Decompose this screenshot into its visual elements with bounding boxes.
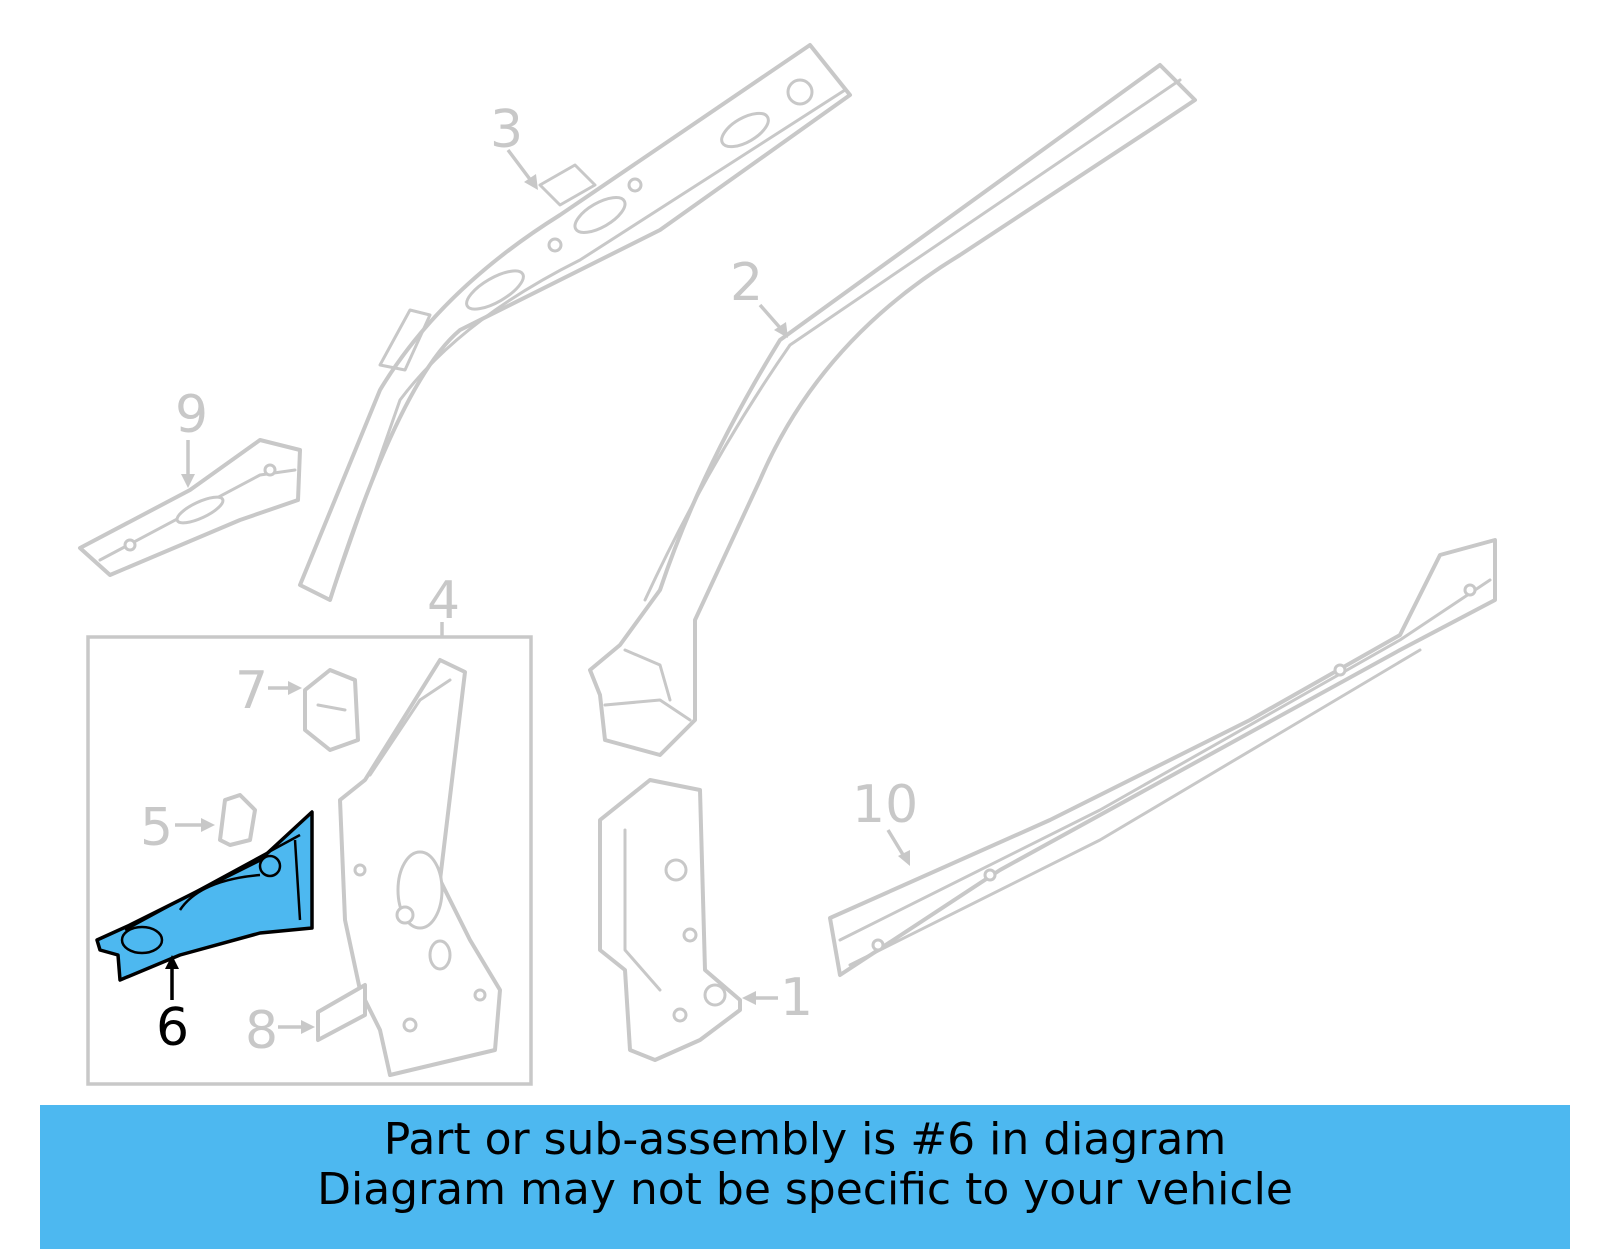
svg-text:1: 1: [780, 968, 813, 1028]
svg-text:3: 3: [490, 100, 523, 160]
banner-line-1: Part or sub-assembly is #6 in diagram: [383, 1114, 1227, 1165]
part-10-rocker-panel[interactable]: [828, 538, 1497, 977]
callout-10: 10: [852, 775, 918, 866]
callout-8: 8: [245, 1001, 315, 1061]
part-7-bracket[interactable]: [303, 668, 360, 752]
svg-text:8: 8: [245, 1001, 278, 1061]
svg-text:5: 5: [140, 798, 173, 858]
part-2-roof-side-rail[interactable]: [588, 63, 1197, 757]
callout-1: 1: [742, 968, 813, 1028]
svg-text:10: 10: [852, 775, 918, 835]
svg-text:6: 6: [156, 998, 189, 1058]
callout-2: 2: [730, 253, 788, 338]
part-5-plug[interactable]: [218, 793, 257, 847]
part-9-bracket[interactable]: [78, 438, 302, 577]
part-6-highlighted[interactable]: [95, 810, 314, 982]
sub-assembly-box: [86, 635, 533, 1086]
info-banner: Part or sub-assembly is #6 in diagram Di…: [40, 1105, 1570, 1249]
banner-line-2: Diagram may not be specific to your vehi…: [317, 1164, 1293, 1215]
callout-5: 5: [140, 798, 215, 858]
callout-3: 3: [490, 100, 538, 190]
svg-text:7: 7: [235, 661, 268, 721]
parts-diagram: 3 2 9 4 7 5 6 8 1 10: [78, 43, 1497, 1086]
svg-text:9: 9: [175, 385, 208, 445]
callout-9: 9: [175, 385, 208, 488]
part-8-pad[interactable]: [316, 983, 367, 1042]
part-3-roof-rail[interactable]: [298, 43, 852, 602]
callout-7: 7: [235, 661, 302, 721]
callout-4: 4: [427, 571, 460, 637]
svg-text:2: 2: [730, 253, 763, 313]
part-1-pillar-lower[interactable]: [598, 778, 742, 1062]
svg-text:4: 4: [427, 571, 460, 631]
callout-6: 6: [156, 955, 189, 1058]
